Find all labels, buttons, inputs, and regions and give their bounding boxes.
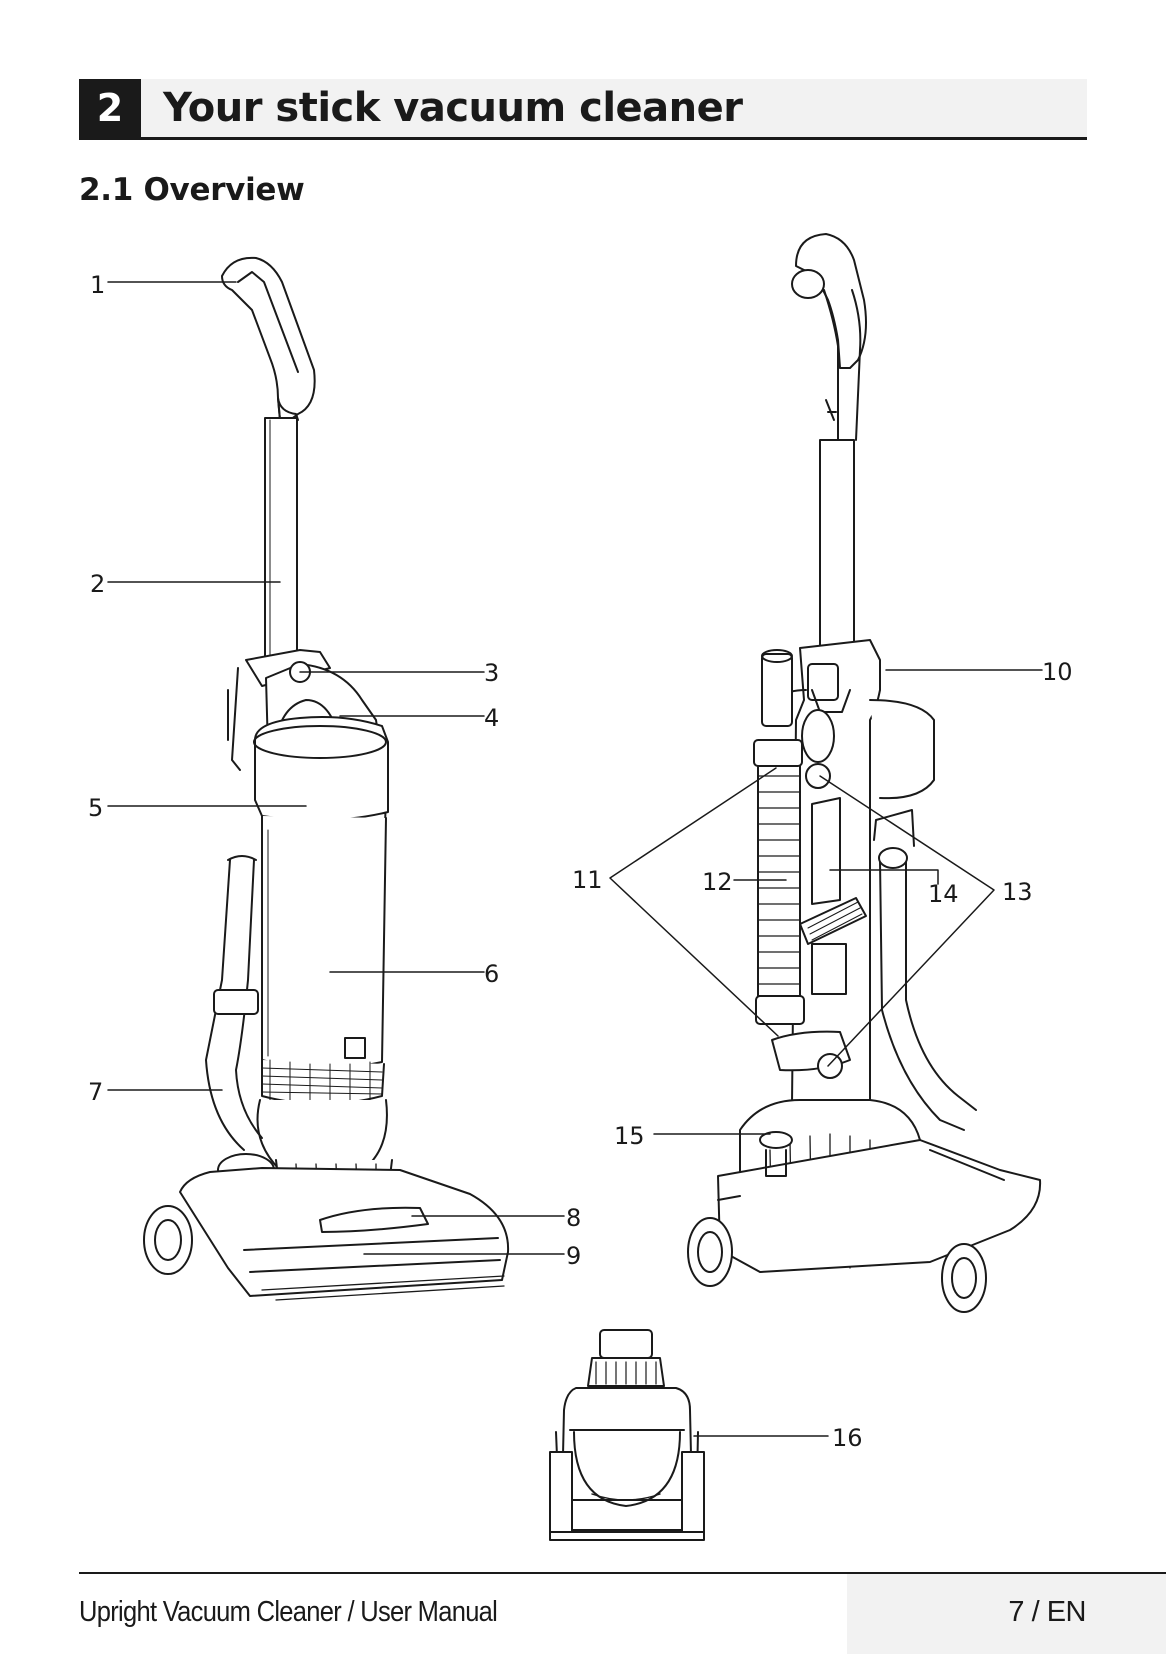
section-title: 2.1 Overview	[79, 172, 305, 208]
callout-11: 11	[572, 866, 603, 894]
callout-7: 7	[88, 1078, 103, 1106]
callout-4: 4	[484, 704, 499, 732]
callout-6: 6	[484, 960, 499, 988]
leader-lines	[107, 281, 1043, 1437]
callout-16: 16	[832, 1424, 863, 1452]
callout-3: 3	[484, 659, 499, 687]
callout-labels: 1 2 3 4 5 6 7 8 9 10 11 12 13 14 15 16	[88, 271, 1073, 1452]
front-view-illustration	[143, 256, 510, 1301]
footer-page-box	[847, 1574, 1166, 1654]
rear-view-illustration	[687, 233, 1042, 1313]
callout-13: 13	[1002, 878, 1033, 906]
docking-stand-illustration	[549, 1329, 705, 1541]
callout-10: 10	[1042, 658, 1073, 686]
chapter-title: Your stick vacuum cleaner	[163, 85, 743, 131]
callout-15: 15	[614, 1122, 645, 1150]
footer-page-number: 7 / EN	[1008, 1596, 1086, 1628]
footer-divider	[79, 1572, 1166, 1574]
vacuum-overview-diagram: 1 2 3 4 5 6 7 8 9 10 11 12 13 14 15 16	[88, 233, 1073, 1541]
footer-manual-title: Upright Vacuum Cleaner / User Manual	[79, 1596, 498, 1628]
callout-9: 9	[566, 1242, 581, 1270]
callout-14: 14	[928, 880, 959, 908]
callout-12: 12	[702, 868, 733, 896]
callout-5: 5	[88, 794, 103, 822]
callout-2: 2	[90, 570, 105, 598]
callout-1: 1	[90, 271, 105, 299]
chapter-number: 2	[79, 79, 141, 137]
callout-8: 8	[566, 1204, 581, 1232]
chapter-header: 2 Your stick vacuum cleaner	[79, 79, 1087, 140]
